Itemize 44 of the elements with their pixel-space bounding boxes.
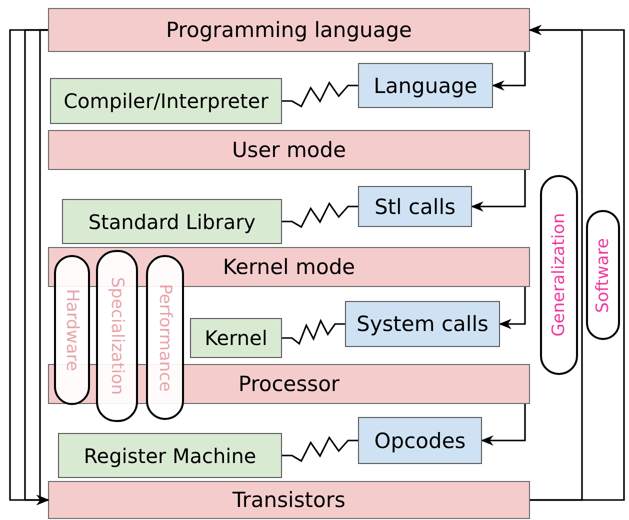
tag-text: Software (593, 238, 613, 312)
interface-box (358, 417, 482, 464)
rounded-tag (54, 255, 90, 405)
component-name: Compiler/Interpreter (64, 89, 268, 113)
zigzag-connector (282, 436, 358, 462)
layer-name: User mode (232, 138, 346, 162)
layer-band (48, 481, 530, 519)
interface-name: Language (374, 74, 478, 98)
component-name: Register Machine (84, 444, 256, 468)
tag-text: Specialization (107, 277, 127, 395)
tag-text: Performance (155, 284, 175, 392)
layer-name: Kernel mode (222, 255, 356, 279)
component-box (58, 433, 282, 478)
interface-name: Stl calls (374, 194, 456, 218)
arrow (528, 24, 625, 501)
rounded-tag (146, 255, 184, 420)
zigzag-connector (282, 81, 358, 108)
tag-text: Generalization (549, 213, 569, 337)
arrow (36, 29, 50, 506)
component-box (50, 78, 282, 124)
arrow (480, 404, 526, 446)
component-box (190, 318, 282, 358)
layer-band (48, 130, 530, 170)
zigzag-connector (282, 318, 345, 345)
layer-name: Programming language (166, 18, 412, 42)
interface-box (358, 186, 472, 227)
layer-name: Processor (238, 372, 340, 396)
interface-box (345, 301, 500, 347)
tag-text: Hardware (62, 288, 82, 372)
arrow (492, 52, 526, 91)
interface-name: Opcodes (374, 428, 466, 452)
component-box (62, 199, 282, 244)
zigzag-connector (282, 202, 358, 228)
component-name: Kernel (204, 326, 268, 350)
component-name: Standard Library (88, 210, 256, 234)
rounded-tag (540, 175, 578, 375)
arrow (498, 287, 526, 330)
layer-name: Transistors (232, 488, 346, 512)
rounded-tag (586, 210, 620, 340)
interface-name: System calls (356, 312, 488, 336)
interface-box (358, 63, 493, 108)
arrow (470, 170, 526, 212)
rounded-tag (96, 250, 138, 422)
layer-band (48, 8, 530, 52)
